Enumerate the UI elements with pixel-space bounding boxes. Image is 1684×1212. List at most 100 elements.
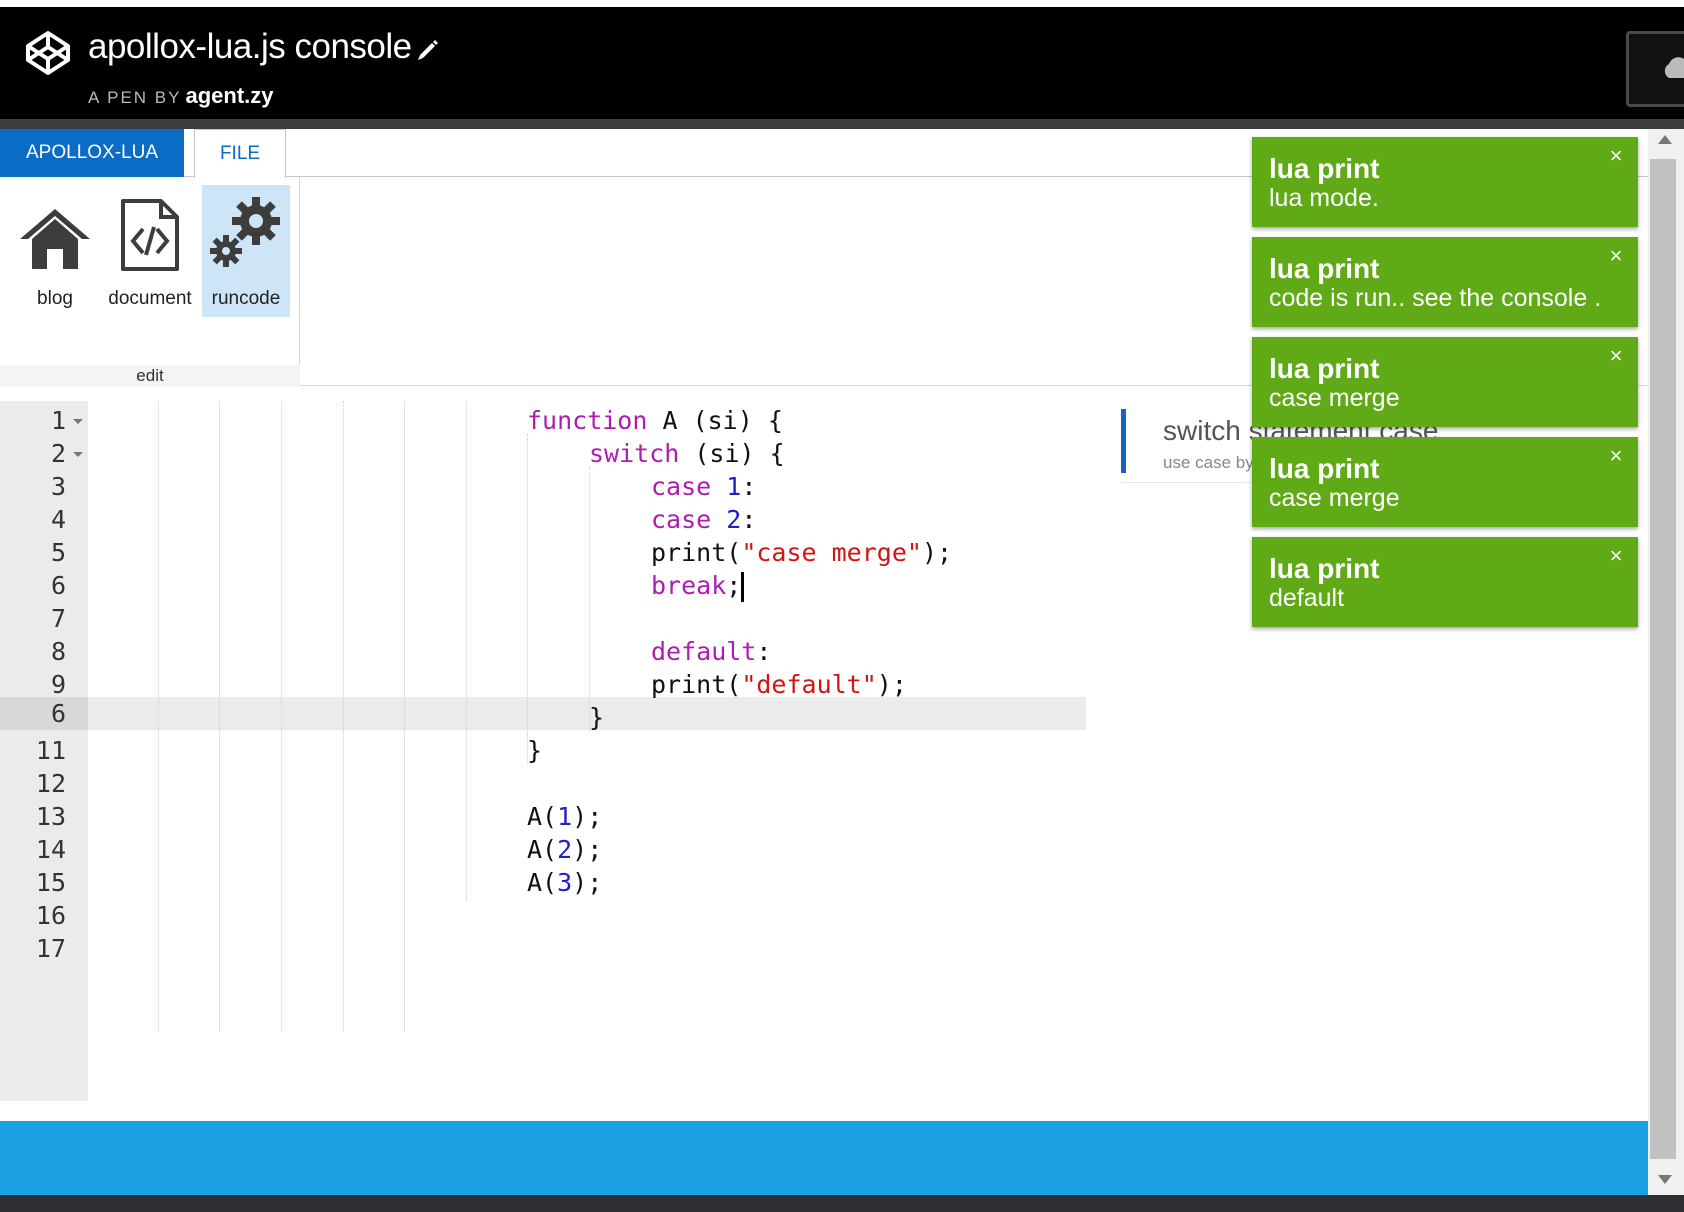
top-strip — [0, 0, 1684, 7]
code-line-1[interactable]: function A (si) { — [527, 404, 783, 437]
indent-guide — [158, 401, 159, 1031]
runcode-button[interactable]: runcode — [202, 185, 290, 317]
toast-notification[interactable]: lua print case merge × — [1252, 437, 1638, 527]
toast-title: lua print — [1269, 253, 1380, 284]
code-keyword: function — [527, 406, 648, 435]
code-line-4[interactable]: case 2: — [651, 503, 756, 536]
code-text: ); — [921, 538, 953, 567]
header-divider — [0, 119, 1684, 129]
close-icon[interactable]: × — [1609, 343, 1623, 368]
home-icon — [20, 209, 90, 269]
toast-notification[interactable]: lua print default × — [1252, 537, 1638, 627]
line-number: 7 — [50, 604, 66, 633]
code-number: 3 — [557, 868, 573, 897]
line-number: 9 — [50, 670, 66, 699]
code-file-icon — [121, 199, 179, 271]
blog-button-label: blog — [37, 288, 73, 309]
runcode-button-label: runcode — [211, 288, 281, 309]
code-text: A (si) { — [647, 406, 783, 435]
line-number: 11 — [35, 736, 66, 765]
pen-by-label: A PEN BY — [88, 88, 182, 107]
active-line-highlight — [0, 697, 1086, 730]
toast-title: lua print — [1269, 553, 1380, 584]
close-icon[interactable]: × — [1609, 143, 1623, 168]
ribbon-tabbar: APOLLOX-LUA FILE — [0, 129, 1648, 178]
save-cloud-button[interactable] — [1626, 31, 1684, 107]
doc-subtitle: use case by — [1163, 453, 1254, 472]
indent-guide — [466, 401, 467, 901]
code-line-5[interactable]: print("case merge"); — [651, 536, 952, 569]
code-line-15[interactable]: A(3); — [527, 866, 602, 899]
code-line-6[interactable]: break; — [651, 569, 745, 602]
document-button-label: document — [108, 288, 192, 309]
line-number: 17 — [35, 934, 66, 963]
cloud-icon — [1664, 57, 1684, 78]
tab-apollox-lua[interactable]: APOLLOX-LUA — [0, 129, 184, 177]
toast-message: lua mode. — [1269, 184, 1379, 212]
line-number: 1 — [50, 406, 66, 435]
line-number-gutter: 1 2 3 4 5 6 7 8 9 10 11 12 13 14 15 16 1… — [0, 401, 88, 1101]
line-number: 15 — [35, 868, 66, 897]
code-text: ); — [572, 802, 603, 831]
code-line-13[interactable]: A(1); — [527, 800, 602, 833]
toast-title: lua print — [1269, 153, 1380, 184]
line-number: 14 — [35, 835, 66, 864]
pencil-icon[interactable] — [414, 37, 440, 63]
indent-guide — [589, 467, 590, 731]
line-number: 2 — [50, 439, 66, 468]
blog-button[interactable]: blog — [8, 185, 102, 317]
toast-notification[interactable]: lua print lua mode. × — [1252, 137, 1638, 227]
code-string: "case merge" — [741, 538, 922, 567]
scroll-up-arrow-icon[interactable] — [1658, 135, 1672, 144]
toast-message: case merge — [1269, 384, 1400, 412]
line-number: 4 — [50, 505, 66, 534]
close-icon[interactable]: × — [1609, 243, 1623, 268]
scrollbar-thumb[interactable] — [1650, 159, 1676, 1159]
code-line-3[interactable]: case 1: — [651, 470, 756, 503]
code-line-2[interactable]: switch (si) { — [589, 437, 785, 470]
code-text: : — [741, 505, 757, 534]
tab-file[interactable]: FILE — [194, 129, 286, 178]
code-line-14[interactable]: A(2); — [527, 833, 602, 866]
code-line-9[interactable]: print("default"); — [651, 668, 907, 701]
code-line-11[interactable]: } — [527, 736, 543, 765]
line-number: 3 — [50, 472, 66, 501]
code-number: 1 — [557, 802, 573, 831]
fold-arrow-icon[interactable] — [73, 419, 83, 424]
code-line-10[interactable]: } — [589, 703, 605, 732]
indent-guide — [281, 401, 282, 1031]
scroll-down-arrow-icon[interactable] — [1658, 1175, 1672, 1184]
line-number: 13 — [35, 802, 66, 831]
code-text: print( — [651, 670, 742, 699]
code-keyword: switch — [589, 439, 680, 468]
toast-notification[interactable]: lua print code is run.. see the console … — [1252, 237, 1638, 327]
pen-title[interactable]: apollox-lua.js console — [88, 27, 412, 66]
pen-author-link[interactable]: agent.zy — [185, 83, 274, 108]
code-text: A( — [527, 868, 558, 897]
code-text: : — [741, 472, 757, 501]
toast-title: lua print — [1269, 353, 1380, 384]
code-keyword: case — [651, 472, 712, 501]
text-cursor — [741, 572, 745, 602]
code-text: print( — [651, 538, 742, 567]
fold-arrow-icon[interactable] — [73, 452, 83, 457]
indent-guide — [219, 401, 220, 1031]
codepen-logo-icon[interactable] — [24, 29, 72, 77]
ribbon-divider — [300, 385, 1648, 386]
code-number: 2 — [726, 505, 742, 534]
code-text: : — [756, 637, 772, 666]
code-line-8[interactable]: default: — [651, 635, 771, 668]
code-text: ; — [726, 571, 742, 600]
toast-notification[interactable]: lua print case merge × — [1252, 337, 1638, 427]
code-string: "default" — [741, 670, 877, 699]
vertical-scrollbar[interactable] — [1648, 129, 1684, 1195]
code-keyword: case — [651, 505, 712, 534]
line-number: 12 — [35, 769, 66, 798]
code-keyword: default — [651, 637, 757, 666]
code-number: 2 — [557, 835, 573, 864]
close-icon[interactable]: × — [1609, 443, 1623, 468]
document-button[interactable]: document — [102, 185, 198, 317]
close-icon[interactable]: × — [1609, 543, 1623, 568]
